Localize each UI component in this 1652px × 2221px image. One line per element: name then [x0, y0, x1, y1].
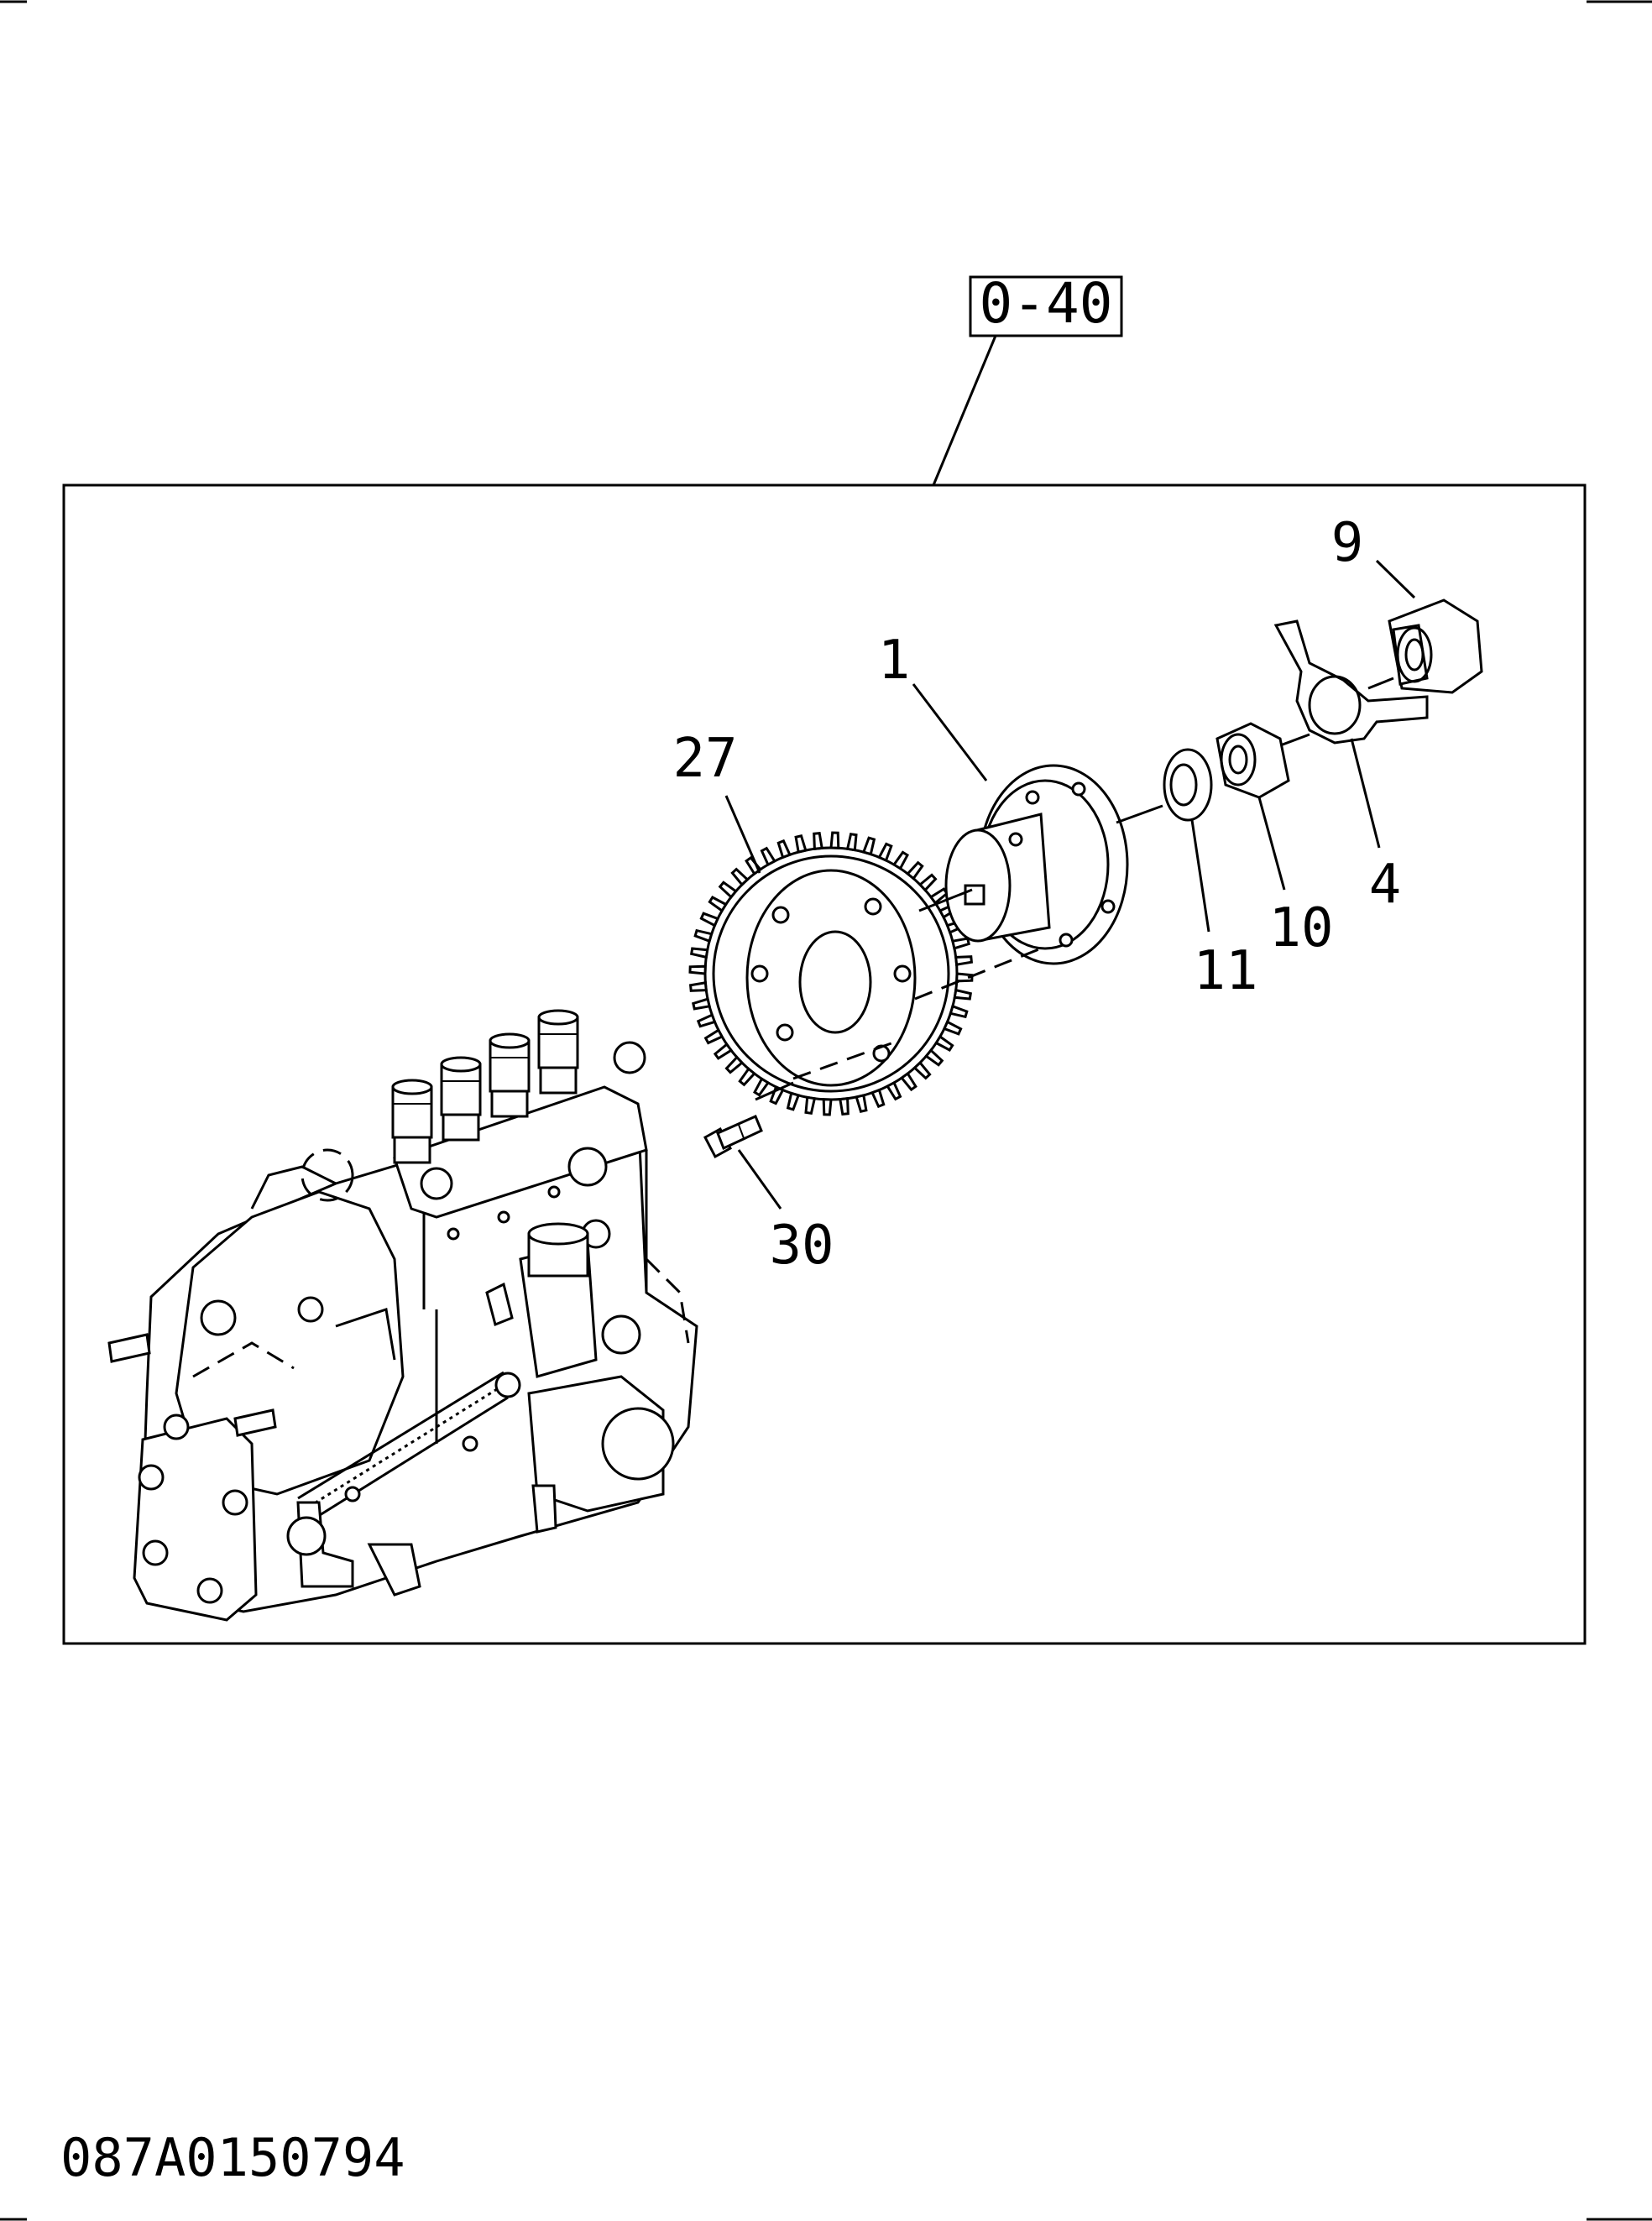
gear-tooth	[953, 988, 972, 1001]
gear-tooth	[760, 846, 776, 867]
callout-1: 1	[878, 630, 911, 692]
callout-11: 11	[1193, 940, 1257, 1002]
callout-9: 9	[1331, 512, 1364, 574]
gear-tooth	[855, 1094, 868, 1113]
gear-tooth	[713, 1043, 734, 1060]
gear-tooth	[769, 1084, 785, 1105]
gear-tooth	[786, 1091, 801, 1111]
callout-27: 27	[672, 728, 737, 790]
gear-hub-illustration	[944, 764, 1129, 965]
timing-gear-illustration	[688, 831, 974, 1116]
gear-tooth	[906, 860, 924, 881]
gear-tooth	[949, 1004, 969, 1019]
nut-illustration	[1215, 722, 1290, 799]
gear-tooth	[804, 1095, 817, 1115]
gear-tooth	[699, 912, 720, 928]
bolt-illustration	[703, 1115, 763, 1159]
gear-tooth	[724, 1055, 745, 1074]
drawing-code: 087A0150794	[60, 2127, 405, 2188]
gear-tooth	[730, 867, 750, 887]
gear-tooth	[870, 1088, 886, 1109]
gear-tooth	[934, 1034, 954, 1052]
gear-tooth	[861, 836, 876, 856]
gear-tooth	[822, 1098, 833, 1116]
gear-tooth	[917, 873, 938, 892]
gear-tooth	[900, 1071, 917, 1092]
gear-tooth	[703, 1028, 724, 1045]
gear-tooth	[891, 850, 909, 870]
gear-tooth	[693, 928, 714, 943]
gear-tooth	[718, 881, 738, 899]
gear-tooth	[829, 831, 840, 849]
gear-tooth	[924, 1048, 944, 1067]
injection-pump-illustration	[107, 1009, 698, 1622]
gear-tooth	[954, 955, 974, 966]
gear-tooth	[688, 964, 707, 975]
gear-tooth	[776, 839, 792, 860]
washer-illustration	[1163, 748, 1213, 822]
callout-10: 10	[1268, 897, 1333, 959]
gear-tooth	[696, 1013, 717, 1028]
gear-tooth	[813, 831, 823, 850]
gear-tooth	[951, 937, 970, 950]
reference-tag[interactable]: 0-40	[932, 271, 1123, 486]
gear-tooth	[794, 834, 808, 854]
leader-lines	[724, 559, 1416, 1210]
gear-tooth	[692, 997, 711, 1011]
gear-tooth	[955, 972, 974, 983]
callout-labels: 1 4 9 10 11 27 30	[672, 512, 1401, 1277]
callout-30: 30	[769, 1215, 834, 1277]
gear-tooth	[738, 1067, 756, 1087]
gear-tooth	[753, 1077, 771, 1097]
gear-tooth	[690, 947, 709, 959]
reference-tag-text: 0-40	[980, 271, 1113, 336]
gear-tooth	[839, 1097, 850, 1116]
gear-tooth	[942, 1020, 963, 1036]
callout-4: 4	[1369, 854, 1402, 916]
gear-tooth	[912, 1060, 932, 1080]
gear-tooth	[845, 833, 858, 852]
diagram-frame	[62, 483, 1587, 1645]
gear-tooth	[688, 981, 708, 992]
hex-nut-illustration	[1388, 598, 1483, 694]
gear-tooth	[708, 896, 728, 913]
lock-plate-illustration	[1273, 619, 1429, 745]
gear-tooth	[886, 1080, 902, 1101]
gear-tooth	[877, 842, 893, 863]
